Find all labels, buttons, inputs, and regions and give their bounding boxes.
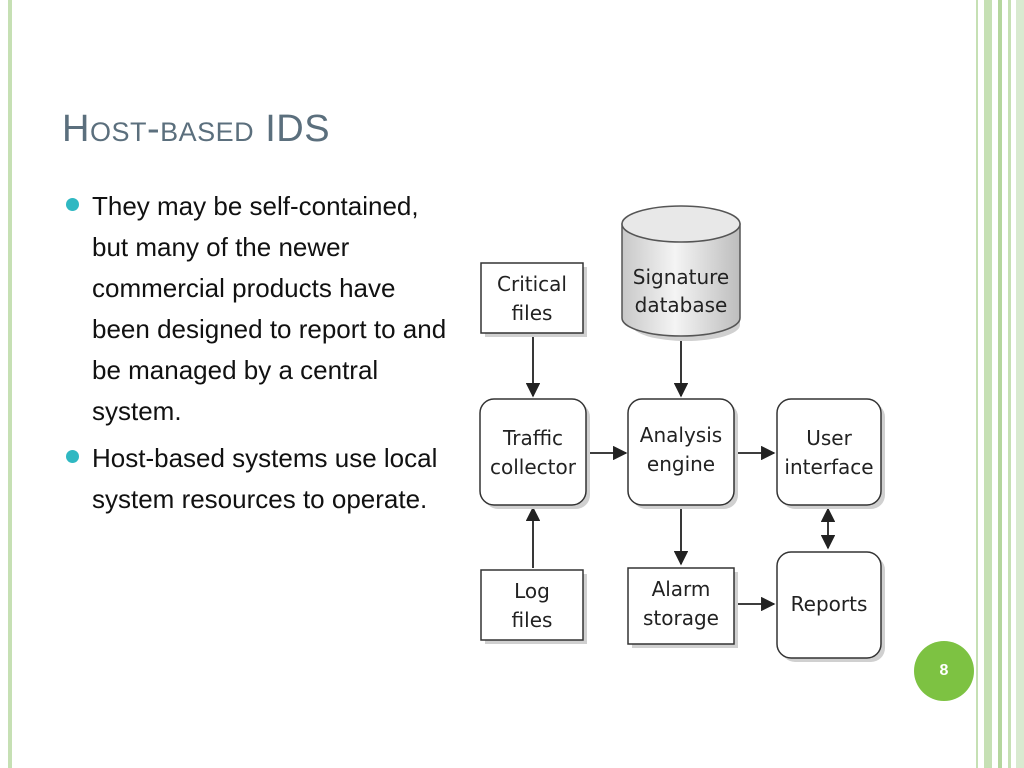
node-log-files: Log files <box>480 569 587 644</box>
node-reports-label: Reports <box>791 592 868 616</box>
node-traffic-collector-line1: Traffic <box>502 426 563 450</box>
stripe <box>1008 0 1011 768</box>
stripe <box>976 0 978 768</box>
node-signature-database-line1: Signature <box>633 265 729 289</box>
bullet-text: They may be self-contained, but many of … <box>92 191 447 426</box>
node-analysis-engine-line2: engine <box>647 452 715 476</box>
node-user-interface-line2: interface <box>784 455 873 479</box>
node-traffic-collector: Traffic collector <box>479 398 590 509</box>
node-analysis-engine: Analysis engine <box>627 398 738 509</box>
node-reports: Reports <box>776 551 885 662</box>
right-decorative-stripes <box>976 0 1024 768</box>
node-log-files-line2: files <box>512 608 553 632</box>
bullet-dot-icon <box>66 198 79 211</box>
bullet-item: Host-based systems use local system reso… <box>66 438 456 520</box>
stripe <box>998 0 1002 768</box>
node-critical-files-line1: Critical <box>497 272 567 296</box>
node-log-files-line1: Log <box>514 579 550 603</box>
ids-diagram: Critical files Signature database Traffi… <box>470 200 900 675</box>
node-alarm-storage: Alarm storage <box>627 567 738 648</box>
node-critical-files: Critical files <box>480 262 587 337</box>
page-number: 8 <box>939 662 949 679</box>
bullet-dot-icon <box>66 450 79 463</box>
slide-title: Host-based IDS <box>62 108 331 150</box>
stripe <box>1016 0 1024 768</box>
stripe <box>984 0 992 768</box>
node-traffic-collector-line2: collector <box>490 455 577 479</box>
node-user-interface-line1: User <box>806 426 852 450</box>
ids-diagram-svg: Critical files Signature database Traffi… <box>479 205 885 662</box>
diagram-connectors <box>525 334 836 612</box>
page-number-badge: 8 <box>914 641 974 701</box>
bullet-text: Host-based systems use local system reso… <box>92 443 438 514</box>
node-signature-database-line2: database <box>635 293 728 317</box>
node-signature-database: Signature database <box>621 205 741 341</box>
node-user-interface: User interface <box>776 398 885 509</box>
node-analysis-engine-line1: Analysis <box>640 423 722 447</box>
node-alarm-storage-line2: storage <box>643 606 719 630</box>
left-border <box>8 0 12 768</box>
node-critical-files-line2: files <box>512 301 553 325</box>
bullet-list: They may be self-contained, but many of … <box>66 186 456 526</box>
bullet-item: They may be self-contained, but many of … <box>66 186 456 432</box>
node-alarm-storage-line1: Alarm <box>652 577 711 601</box>
